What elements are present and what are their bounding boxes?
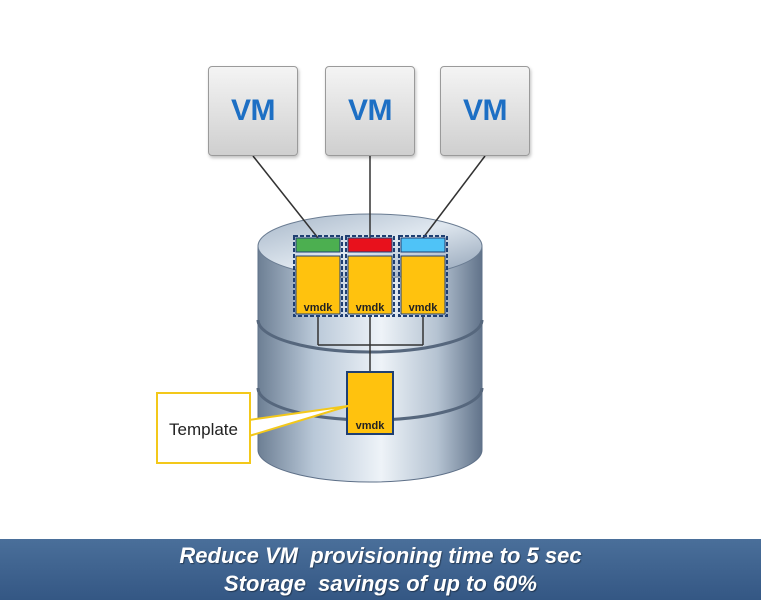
clone-disk-2-body bbox=[347, 255, 393, 315]
clone-disk-2-cap bbox=[347, 237, 393, 253]
storage-diagram: vmdk vmdk vmdk vmdk bbox=[248, 155, 486, 483]
banner-line-2: Storage savings of up to 60% bbox=[224, 570, 537, 596]
clone-disk-1-frame bbox=[293, 235, 343, 317]
template-callout: Template bbox=[156, 392, 251, 464]
connector-vm-1 bbox=[252, 155, 319, 239]
template-disk: vmdk bbox=[346, 371, 394, 435]
clone-disks: vmdk vmdk vmdk bbox=[293, 235, 448, 317]
clone-disk-1-body bbox=[295, 255, 341, 315]
clone-disk-3-label: vmdk bbox=[409, 302, 439, 314]
clone-disk-3-frame bbox=[398, 235, 448, 317]
clone-disk-1: vmdk bbox=[293, 235, 343, 317]
vm-box-1: VM bbox=[208, 66, 298, 156]
clone-tree-lines bbox=[317, 316, 424, 372]
clone-disk-2: vmdk bbox=[345, 235, 395, 317]
banner-line-1: Reduce VM provisioning time to 5 sec bbox=[179, 542, 582, 568]
vm-label: VM bbox=[348, 94, 393, 127]
clone-disk-1-label: vmdk bbox=[304, 302, 334, 314]
template-label: Template bbox=[169, 420, 238, 439]
clone-disk-2-label: vmdk bbox=[356, 302, 386, 314]
template-disk-label: vmdk bbox=[356, 420, 386, 432]
vm-connectors bbox=[252, 155, 486, 239]
clone-disk-1-cap bbox=[295, 237, 341, 253]
clone-disk-2-frame bbox=[345, 235, 395, 317]
summary-banner: Reduce VM provisioning time to 5 sec Sto… bbox=[0, 539, 761, 600]
clone-disk-3-body bbox=[400, 255, 446, 315]
vm-label: VM bbox=[231, 94, 276, 127]
connector-vm-3 bbox=[422, 155, 486, 239]
vm-box-2: VM bbox=[325, 66, 415, 156]
vm-box-3: VM bbox=[440, 66, 530, 156]
clone-disk-3: vmdk bbox=[398, 235, 448, 317]
template-disk-body bbox=[346, 371, 394, 435]
vm-label: VM bbox=[463, 94, 508, 127]
clone-disk-3-cap bbox=[400, 237, 446, 253]
